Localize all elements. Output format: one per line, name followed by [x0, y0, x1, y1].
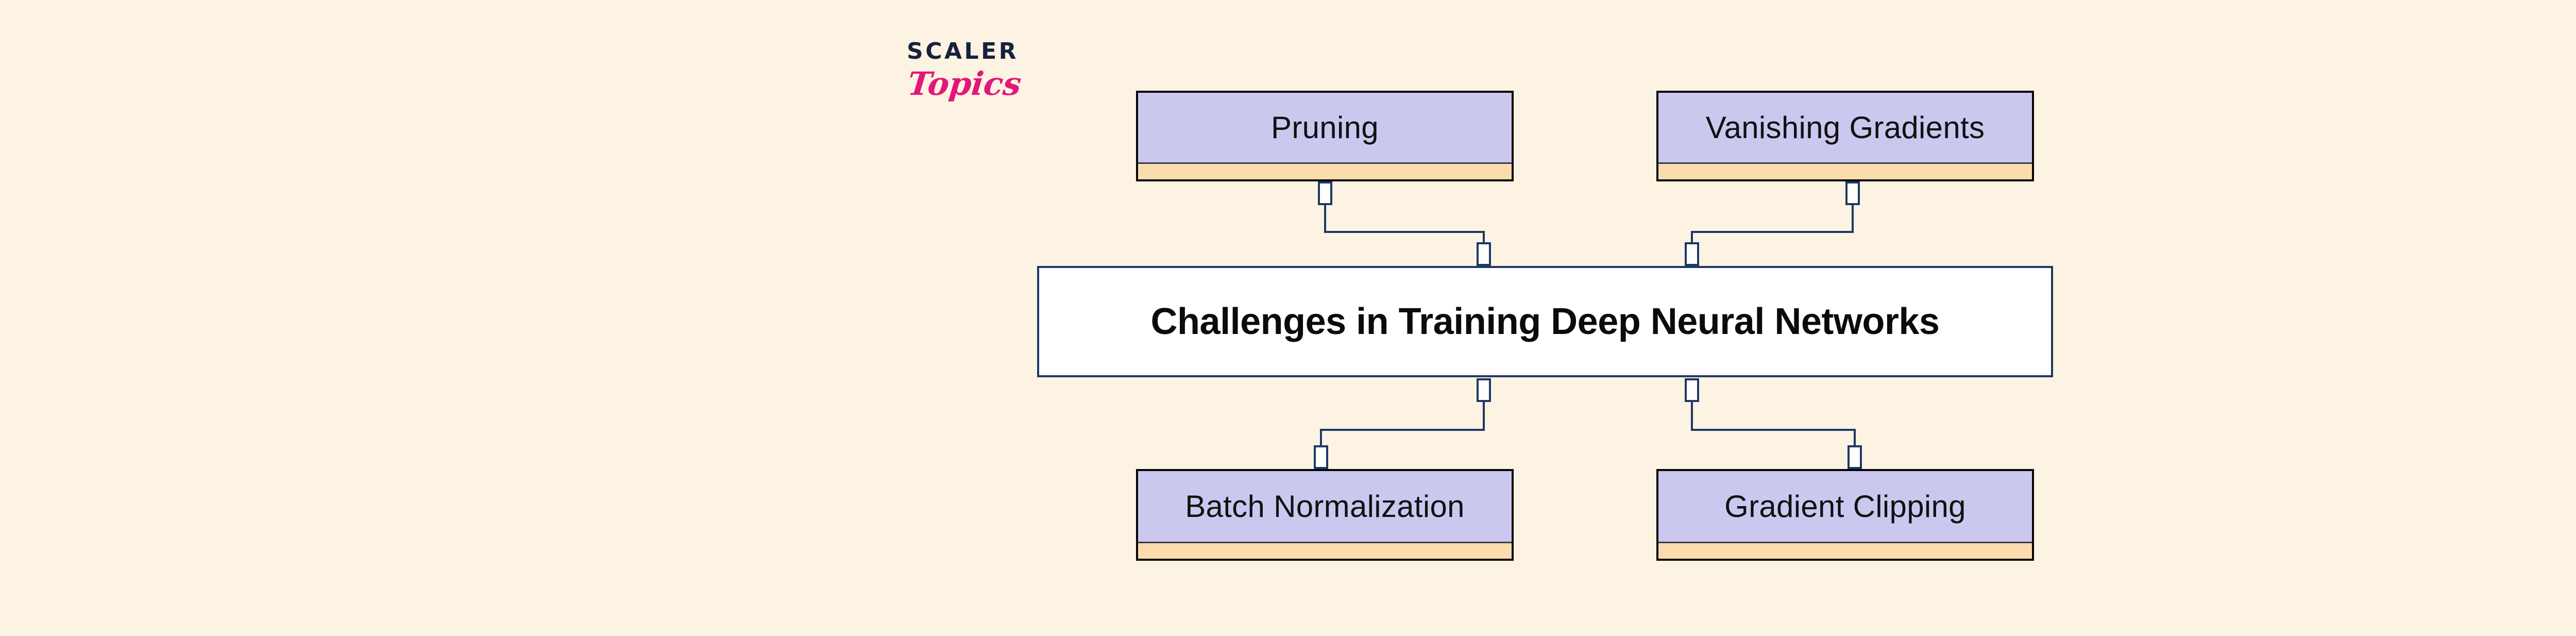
- node-vanishing-gradients-label: Vanishing Gradients: [1705, 110, 1985, 145]
- node-pruning-accent-strip: [1138, 164, 1512, 179]
- edge-port-center-top-left[interactable]: [1477, 242, 1491, 266]
- edge-port-batch-normalization-target[interactable]: [1314, 445, 1328, 469]
- node-gradient-clipping-accent-strip: [1658, 543, 2032, 559]
- edge-port-center-bottom-left[interactable]: [1477, 378, 1491, 402]
- edge-gradclip-segment-vertical-lower: [1854, 429, 1856, 445]
- edge-vanishing-segment-horizontal: [1691, 231, 1854, 233]
- node-pruning[interactable]: Pruning: [1136, 91, 1514, 181]
- edge-gradclip-segment-horizontal: [1691, 429, 1856, 431]
- edge-pruning-segment-horizontal: [1324, 231, 1485, 233]
- edge-port-gradient-clipping-target[interactable]: [1848, 445, 1862, 469]
- edge-port-center-top-right[interactable]: [1685, 242, 1699, 266]
- center-title: Challenges in Training Deep Neural Netwo…: [1150, 301, 1940, 342]
- node-vanishing-gradients[interactable]: Vanishing Gradients: [1656, 91, 2034, 181]
- edge-vanishing-segment-vertical-upper: [1852, 205, 1854, 231]
- node-pruning-body: Pruning: [1138, 93, 1512, 164]
- edge-port-center-bottom-right[interactable]: [1685, 378, 1699, 402]
- logo-wordmark: SCALER: [907, 38, 1019, 64]
- scaler-topics-logo: SCALER Topics: [906, 38, 1077, 123]
- node-gradient-clipping-body: Gradient Clipping: [1658, 471, 2032, 543]
- edge-batchnorm-segment-vertical-lower: [1320, 429, 1322, 445]
- edge-vanishing-segment-vertical-lower: [1691, 231, 1693, 242]
- node-batch-normalization[interactable]: Batch Normalization: [1136, 469, 1514, 561]
- edge-pruning-segment-vertical-upper: [1324, 205, 1326, 231]
- node-pruning-label: Pruning: [1271, 110, 1379, 145]
- node-vanishing-gradients-body: Vanishing Gradients: [1658, 93, 2032, 164]
- node-batch-normalization-body: Batch Normalization: [1138, 471, 1512, 543]
- node-gradient-clipping-label: Gradient Clipping: [1724, 489, 1966, 524]
- node-batch-normalization-accent-strip: [1138, 543, 1512, 559]
- edge-gradclip-segment-vertical-upper: [1691, 402, 1693, 429]
- edge-batchnorm-segment-horizontal: [1320, 429, 1485, 431]
- edge-pruning-segment-vertical-lower: [1483, 231, 1485, 242]
- edge-batchnorm-segment-vertical-upper: [1483, 402, 1485, 429]
- edge-port-pruning-source[interactable]: [1318, 181, 1332, 205]
- node-gradient-clipping[interactable]: Gradient Clipping: [1656, 469, 2034, 561]
- logo-script-topics: Topics: [906, 65, 1023, 103]
- node-batch-normalization-label: Batch Normalization: [1185, 489, 1465, 524]
- node-center-challenges[interactable]: Challenges in Training Deep Neural Netwo…: [1037, 266, 2053, 377]
- edge-port-vanishing-gradients-source[interactable]: [1845, 181, 1860, 205]
- node-vanishing-gradients-accent-strip: [1658, 164, 2032, 179]
